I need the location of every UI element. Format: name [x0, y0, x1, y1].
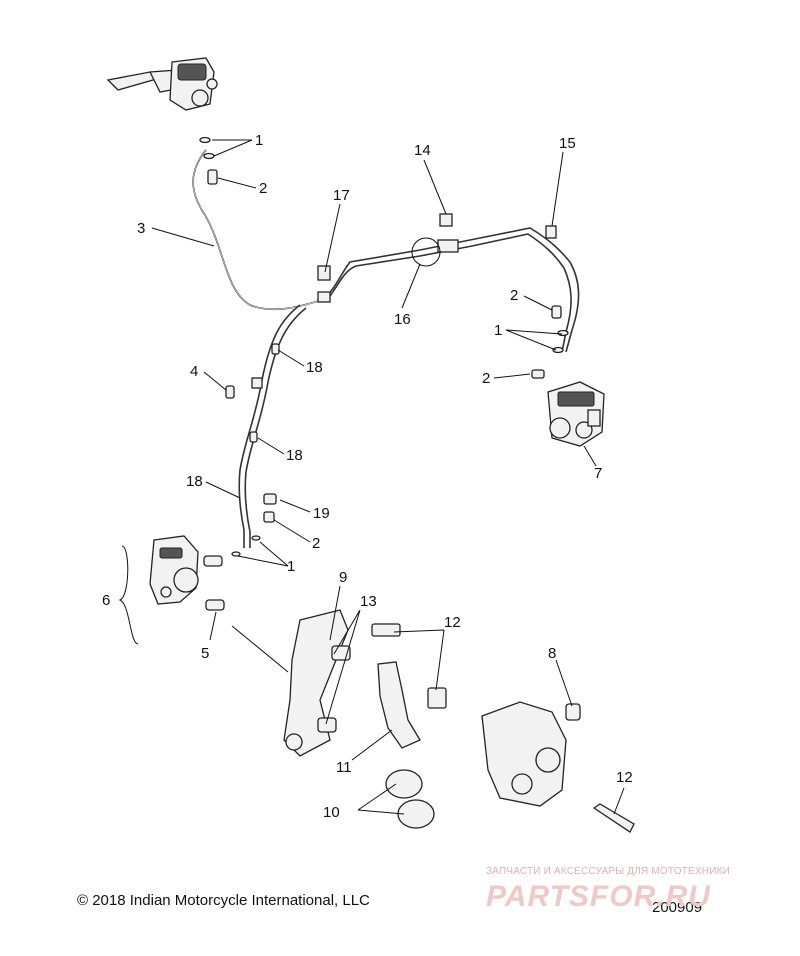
callout-8: 8	[548, 645, 556, 662]
caliper-pistons	[385, 769, 435, 829]
callout-19: 19	[313, 505, 330, 522]
callout-9: 9	[339, 569, 347, 586]
callout-13: 13	[360, 593, 377, 610]
callout-7: 7	[594, 465, 602, 482]
callout-15: 15	[559, 135, 576, 152]
caliper-pin	[592, 803, 635, 833]
master-cylinder-lever	[106, 57, 218, 111]
abs-module	[547, 381, 605, 447]
callout-12: 12	[616, 769, 633, 786]
front-caliper	[481, 701, 581, 807]
brake-pads	[371, 623, 447, 749]
callout-1: 1	[287, 558, 295, 575]
diagram-number: 200909	[652, 899, 702, 916]
watermark-brand: PARTSFOR.RU	[486, 880, 711, 913]
callout-2: 2	[482, 370, 490, 387]
callout-5: 5	[201, 645, 209, 662]
callout-18: 18	[286, 447, 303, 464]
callout-1: 1	[255, 132, 263, 149]
callout-3: 3	[137, 220, 145, 237]
rear-caliper	[149, 535, 199, 605]
callout-18: 18	[306, 359, 323, 376]
callout-6: 6	[102, 592, 110, 609]
callout-labels: 1 2 3 17 14 15 16 2 1 2 7 4 18 18 18 19 …	[102, 132, 633, 821]
brake-hose-lines	[192, 149, 580, 548]
callout-1: 1	[494, 322, 502, 339]
fittings-and-washers	[199, 136, 569, 611]
callout-2: 2	[510, 287, 518, 304]
callout-14: 14	[414, 142, 431, 159]
callout-2: 2	[259, 180, 267, 197]
callout-17: 17	[333, 187, 350, 204]
caliper-bracket	[283, 609, 351, 757]
callout-10: 10	[323, 804, 340, 821]
watermark-tagline: ЗАПЧАСТИ И АКСЕССУАРЫ ДЛЯ МОТОТЕХНИКИ	[486, 866, 730, 877]
leader-lines	[118, 139, 625, 815]
callout-11: 11	[336, 759, 352, 776]
copyright-text: © 2018 Indian Motorcycle International, …	[77, 892, 370, 909]
callout-12: 12	[444, 614, 461, 631]
callout-4: 4	[190, 363, 198, 380]
callout-18: 18	[186, 473, 203, 490]
callout-16: 16	[394, 311, 411, 328]
callout-2: 2	[312, 535, 320, 552]
